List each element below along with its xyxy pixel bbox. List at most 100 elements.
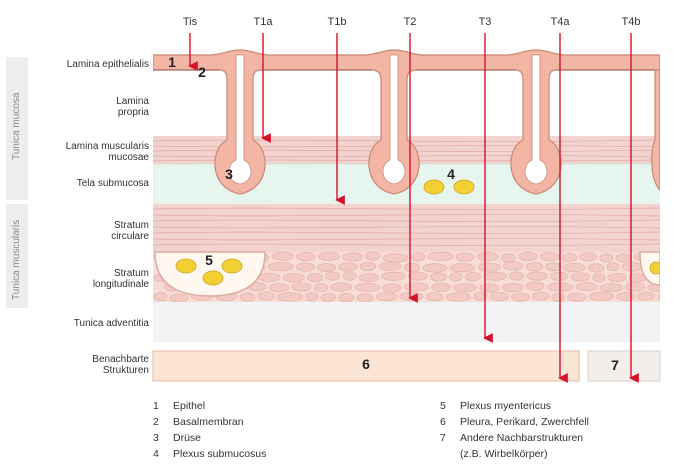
- muscle-cell: [359, 261, 376, 271]
- muscle-cell: [592, 273, 606, 283]
- muscle-cell: [296, 262, 315, 272]
- marker-4: 4: [447, 166, 455, 182]
- muscle-cell: [342, 271, 357, 281]
- plexus-myentericus-ganglion: [221, 258, 243, 274]
- muscle-cell: [320, 292, 336, 302]
- muscle-cell: [382, 253, 409, 263]
- muscle-cell: [531, 291, 550, 301]
- marker-1: 1: [168, 54, 176, 70]
- muscle-cell: [545, 262, 561, 272]
- tier-label-t2: T2: [404, 16, 417, 28]
- muscle-cell: [410, 252, 426, 262]
- muscle-cell: [153, 292, 168, 302]
- tier-label-t1a: T1a: [254, 16, 274, 28]
- muscle-cell: [276, 292, 303, 302]
- muscle-cell: [257, 272, 281, 282]
- muscle-cell: [431, 282, 451, 292]
- muscle-cell: [575, 282, 598, 292]
- plexus-submucosus-ganglion: [423, 179, 445, 195]
- muscle-cell: [354, 282, 381, 292]
- muscle-cell: [282, 273, 305, 283]
- muscle-cell: [525, 262, 543, 272]
- muscle-cell: [427, 251, 454, 261]
- muscle-cell: [378, 261, 402, 271]
- muscle-cell: [375, 292, 397, 302]
- muscle-cell: [464, 272, 481, 282]
- muscle-cell: [501, 283, 524, 293]
- neighbor-structure-6: [152, 350, 580, 382]
- muscle-cell: [483, 271, 507, 281]
- muscle-cell: [511, 292, 530, 302]
- muscle-cell: [579, 252, 598, 262]
- muscle-cell: [636, 291, 656, 301]
- tier-label-t4a: T4a: [551, 16, 571, 28]
- tier-label-t3: T3: [479, 16, 492, 28]
- muscle-cell: [342, 252, 363, 262]
- muscle-cell: [607, 272, 627, 282]
- muscle-cell: [330, 282, 353, 292]
- tunica-muscularis-band: [6, 204, 28, 308]
- muscle-cell: [625, 282, 645, 292]
- muscle-cell: [473, 291, 488, 301]
- muscle-cell: [525, 281, 545, 291]
- label-tunica-adventitia: Tunica adventitia: [73, 318, 149, 329]
- label-tela-submucosa: Tela submucosa: [76, 178, 149, 189]
- muscle-cell: [257, 291, 275, 301]
- marker-6: 6: [362, 356, 370, 372]
- muscle-cell: [356, 293, 374, 303]
- marker-7: 7: [611, 357, 619, 373]
- muscle-cell: [317, 251, 340, 261]
- muscle-cell: [621, 262, 643, 272]
- muscle-cell: [551, 292, 565, 302]
- muscle-cell: [169, 293, 189, 303]
- muscle-cell: [365, 251, 381, 261]
- muscle-cell: [449, 263, 476, 273]
- muscle-cell: [239, 292, 256, 302]
- marker-3: 3: [225, 166, 233, 182]
- muscle-cell: [599, 283, 623, 293]
- muscle-cell: [445, 292, 471, 302]
- muscle-cell: [479, 283, 500, 293]
- muscle-cell: [526, 271, 548, 281]
- label-lamina-epithelialis: Lamina epithelialis: [66, 59, 149, 70]
- legend-item-sub: (z.B. Wirbelkörper): [460, 448, 548, 460]
- muscle-cell: [503, 261, 524, 271]
- muscle-cell: [271, 251, 294, 261]
- muscle-cell: [588, 291, 614, 301]
- muscle-cell: [408, 271, 428, 281]
- muscle-cell: [587, 263, 605, 273]
- muscle-cell: [477, 262, 501, 272]
- muscle-cell: [403, 263, 421, 273]
- muscle-cell: [403, 282, 429, 292]
- muscle-cell: [455, 252, 475, 262]
- muscle-cell: [317, 263, 336, 273]
- tier-label-t4b: T4b: [622, 16, 641, 28]
- muscle-cell: [313, 283, 329, 293]
- muscle-cell: [501, 253, 517, 263]
- muscle-cell: [422, 263, 448, 273]
- tier-label-tis: Tis: [183, 16, 198, 28]
- muscle-cell: [291, 282, 312, 292]
- plexus-submucosus-ganglion: [453, 179, 475, 195]
- muscle-cell: [615, 253, 632, 263]
- muscle-cell: [606, 262, 620, 272]
- tunica-adventitia-layer: [153, 302, 660, 342]
- muscle-cell: [338, 292, 355, 302]
- muscle-cell: [657, 294, 660, 301]
- muscle-cell: [425, 292, 444, 302]
- marker-2: 2: [198, 64, 206, 80]
- muscle-cell: [476, 252, 499, 262]
- muscle-cell: [295, 251, 316, 261]
